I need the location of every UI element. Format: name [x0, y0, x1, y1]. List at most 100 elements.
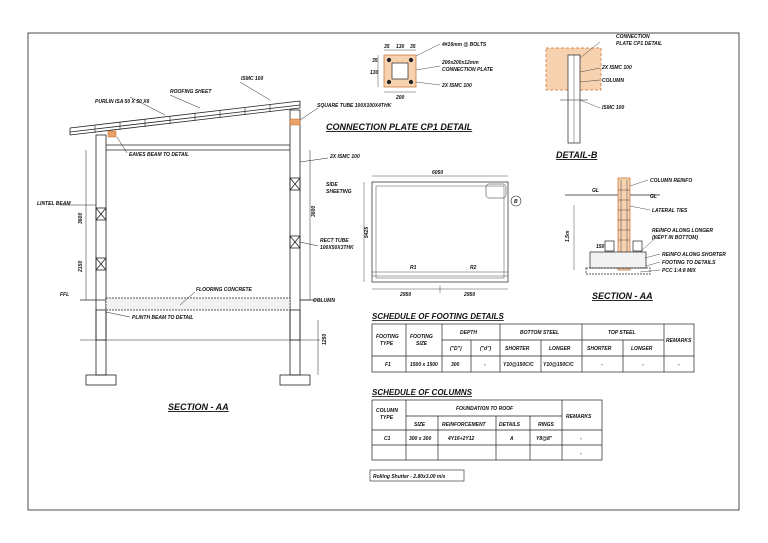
ch-size: SIZE	[414, 422, 426, 428]
cp1-d130: 130	[396, 44, 405, 50]
detail-b	[545, 41, 602, 144]
cr-reinf: 4Y16+2Y12	[447, 436, 474, 442]
fh-shorter2: SHORTER	[587, 346, 612, 352]
cp1-d35b: 35	[410, 44, 416, 50]
column-schedule-title: SCHEDULE OF COLUMNS	[372, 388, 473, 397]
fs-lateral: LATERAL TIES	[652, 208, 688, 214]
fr-depth-D: 300	[451, 362, 460, 368]
label-plinth: PLINTH BEAM TO DETAIL	[132, 315, 193, 321]
detail-b-ismc: 2X ISMC 100	[601, 65, 632, 71]
cp1-ismc: 2X ISMC 100	[441, 83, 472, 89]
footing-section	[565, 177, 661, 275]
label-rect-tube-2: 100X50X3THK	[320, 245, 354, 251]
cp1-d35c: 35	[372, 58, 378, 64]
plan-labels: 6050 5425 R1 R2 2950 2950 B	[364, 170, 518, 298]
cp1-d130b: 130	[370, 70, 379, 76]
ch-rings: RINGS	[538, 422, 555, 428]
plan-dim-side: 5425	[364, 227, 370, 238]
label-ismc-top: ISMC 100	[241, 76, 263, 82]
label-square-tube: SQUARE TUBE 100X100X4THK	[317, 103, 392, 109]
plan-dim-b2: 2950	[463, 292, 475, 298]
detail-b-ismc-low: ISMC 100	[602, 105, 624, 111]
fr-top-long: -	[642, 362, 644, 368]
cr2-remarks: -	[580, 451, 582, 457]
footing-schedule-title: SCHEDULE OF FOOTING DETAILS	[372, 312, 505, 321]
detail-b-labels: CONNECTION PLATE CP1 DETAIL 2X ISMC 100 …	[556, 34, 662, 160]
fr-bot-short: Y10@150C/C	[503, 362, 534, 368]
fs-footing: FOOTING TO DETAILS	[662, 260, 716, 266]
section-aa-title: SECTION - AA	[168, 402, 229, 412]
fr-type: F1	[385, 362, 391, 368]
fs-title: SECTION - AA	[592, 291, 653, 301]
fh-longer: LONGER	[549, 346, 571, 352]
cr-details: A	[509, 436, 514, 442]
fh-size-1: FOOTING	[410, 334, 433, 340]
cr-size: 300 x 300	[409, 436, 431, 442]
label-column: COLUMN	[313, 298, 335, 304]
note-box: Rolling Shutter - 2.80x3.00 m/s	[369, 469, 465, 482]
plan-r1: R1	[410, 265, 417, 271]
footing-section-labels: COLUMN REINFO GL GL LATERAL TIES REINFO …	[565, 178, 726, 301]
ch-foundation: FOUNDATION TO ROOF	[456, 406, 514, 412]
label-roofing: ROOFING SHEET	[170, 89, 212, 95]
label-eaves-beam: EAVES BEAM TO DETAIL	[129, 152, 189, 158]
fh-longer2: LONGER	[631, 346, 653, 352]
cr-type: C1	[384, 436, 391, 442]
footing-schedule: SCHEDULE OF FOOTING DETAILS FOOTING TYPE…	[371, 312, 695, 373]
label-lintel-beam: LINTEL BEAM	[37, 201, 71, 207]
dim-1250: 1250	[322, 334, 328, 345]
fr-depth-d: -	[484, 362, 486, 368]
plan-view	[363, 175, 522, 293]
label-purlin: PURLIN ISA 50 X 50 X6	[95, 99, 149, 105]
detail-b-conn-1: CONNECTION	[616, 34, 650, 40]
fs-gl1: GL	[592, 188, 599, 194]
column-schedule: SCHEDULE OF COLUMNS COLUMN TYPE FOUNDATI…	[371, 388, 603, 461]
ch-type-1: COLUMN	[376, 408, 398, 414]
fh-d: ("D")	[450, 346, 462, 352]
label-ffl: FFL	[60, 292, 69, 298]
fs-d150: 150	[596, 244, 605, 250]
section-aa	[60, 81, 329, 386]
fs-d1: 1.5m	[565, 230, 571, 242]
fr-remarks: -	[678, 362, 680, 368]
note-text: Rolling Shutter - 2.80x3.00 m/s	[373, 474, 446, 480]
cp1-d35a: 35	[384, 44, 390, 50]
ch-details: DETAILS	[499, 422, 521, 428]
detail-b-conn-2: PLATE CP1 DETAIL	[616, 41, 662, 47]
fr-bot-long: Y10@150C/C	[543, 362, 574, 368]
fh-size-2: SIZE	[416, 341, 428, 347]
fh-dd: ("d")	[480, 346, 491, 352]
label-side-sheeting-2: SHEETING	[326, 189, 352, 195]
fh-bottom: BOTTOM STEEL	[520, 330, 559, 336]
fh-type-2: TYPE	[380, 341, 394, 347]
plan-dim-b1: 2950	[399, 292, 411, 298]
cr-remarks: -	[580, 436, 582, 442]
cr-rings: Y8@8"	[536, 436, 553, 442]
fs-column-reinf: COLUMN REINFO	[650, 178, 692, 184]
cp1-labels: 4#16mm @ BOLTS 200x200x12mm CONNECTION P…	[326, 42, 494, 132]
plan-dim-top: 6050	[432, 170, 443, 176]
cp1-detail	[377, 43, 441, 93]
label-ismc-side: 2X ISMC 100	[329, 154, 360, 160]
fr-top-short: -	[601, 362, 603, 368]
cp1-d200: 200	[395, 95, 405, 101]
table-row: -	[580, 451, 582, 457]
ch-type-2: TYPE	[380, 415, 394, 421]
detail-b-column: COLUMN	[602, 78, 624, 84]
section-aa-labels: ISMC 100 ROOFING SHEET PURLIN ISA 50 X 5…	[37, 76, 392, 412]
plan-marker: B	[514, 199, 518, 205]
fs-reinfo-shorter: REINFO ALONG SHORTER	[662, 252, 726, 258]
ch-remarks: REMARKS	[566, 414, 592, 420]
fr-size: 1500 x 1500	[410, 362, 438, 368]
sheet-border	[27, 32, 740, 511]
cp1-plate-1: 200x200x12mm	[441, 60, 479, 66]
cp1-title: CONNECTION PLATE CP1 DETAIL	[326, 122, 472, 132]
dim-3800: 3800	[311, 206, 317, 217]
fh-shorter: SHORTER	[505, 346, 530, 352]
fs-gl2: GL	[650, 194, 657, 200]
label-flooring: FLOORING CONCRETE	[196, 287, 252, 293]
detail-b-title: DETAIL-B	[556, 150, 598, 160]
cp1-bolts: 4#16mm @ BOLTS	[441, 42, 487, 48]
fh-top: TOP STEEL	[608, 330, 636, 336]
plan-r2: R2	[470, 265, 477, 271]
